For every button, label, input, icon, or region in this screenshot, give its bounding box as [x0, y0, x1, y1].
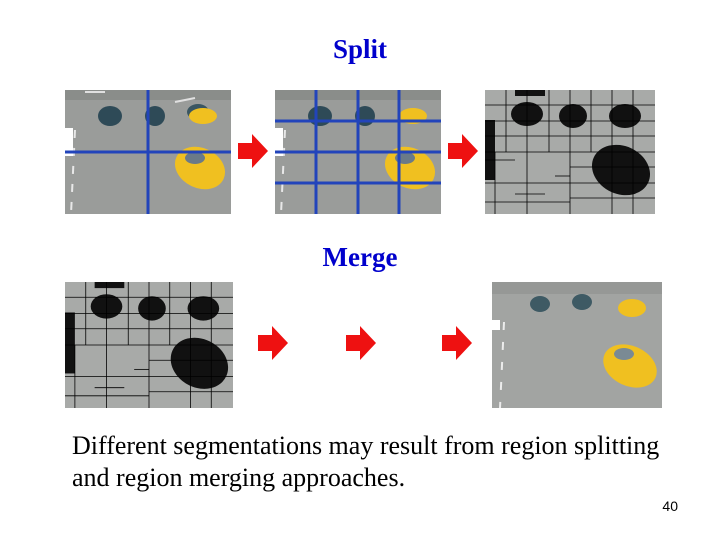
quadtree-merge-input: [65, 282, 233, 408]
traffic-photo-split-2x2: [65, 90, 231, 214]
merged-regions-result: [492, 282, 662, 408]
traffic-photo-split-4x4: [275, 90, 441, 214]
split-heading: Split: [332, 34, 388, 64]
right-arrow-icon: [258, 326, 288, 360]
slide-caption: Different segmentations may result from …: [72, 431, 660, 492]
page-number: 40: [662, 498, 678, 514]
right-arrow-icon: [442, 326, 472, 360]
right-arrow-icon: [346, 326, 376, 360]
quadtree-split-result: [485, 90, 655, 214]
right-arrow-icon: [448, 134, 478, 168]
merge-heading: Merge: [322, 242, 398, 272]
right-arrow-icon: [238, 134, 268, 168]
